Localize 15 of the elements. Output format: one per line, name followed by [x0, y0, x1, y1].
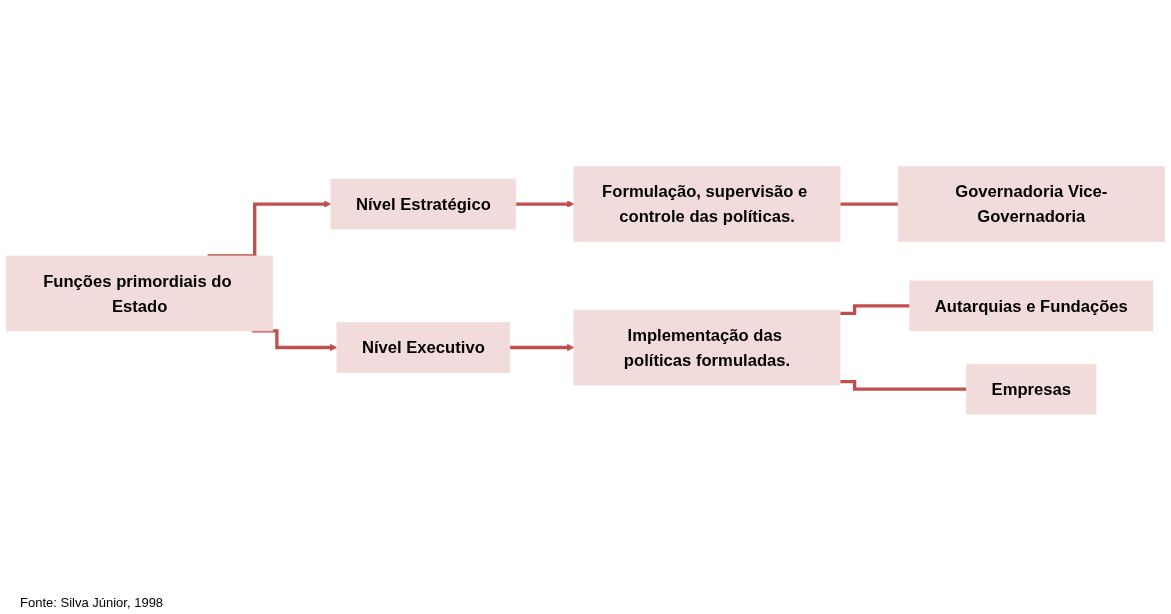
node-box: Nível Executivo [336, 321, 511, 373]
connector [840, 202, 899, 206]
arrow [515, 200, 575, 208]
node-box: Empresas [966, 363, 1097, 415]
node-box: Implementação das políticas formuladas. [573, 309, 841, 385]
connector [840, 379, 967, 391]
node-box: Autarquias e Fundações [909, 280, 1154, 331]
node-box: Nível Estratégico [330, 178, 517, 230]
connector [840, 303, 910, 315]
arrow [509, 343, 575, 351]
node-box: Formulação, supervisão e controle das políticas. [573, 165, 841, 242]
source-note: Fonte: Silva Júnior, 1998 [20, 595, 164, 610]
arrow [251, 328, 338, 351]
node-box: Funções primordiais do Estado [6, 255, 274, 331]
node-box: Governadoria Vice-Governadoria [897, 165, 1165, 242]
